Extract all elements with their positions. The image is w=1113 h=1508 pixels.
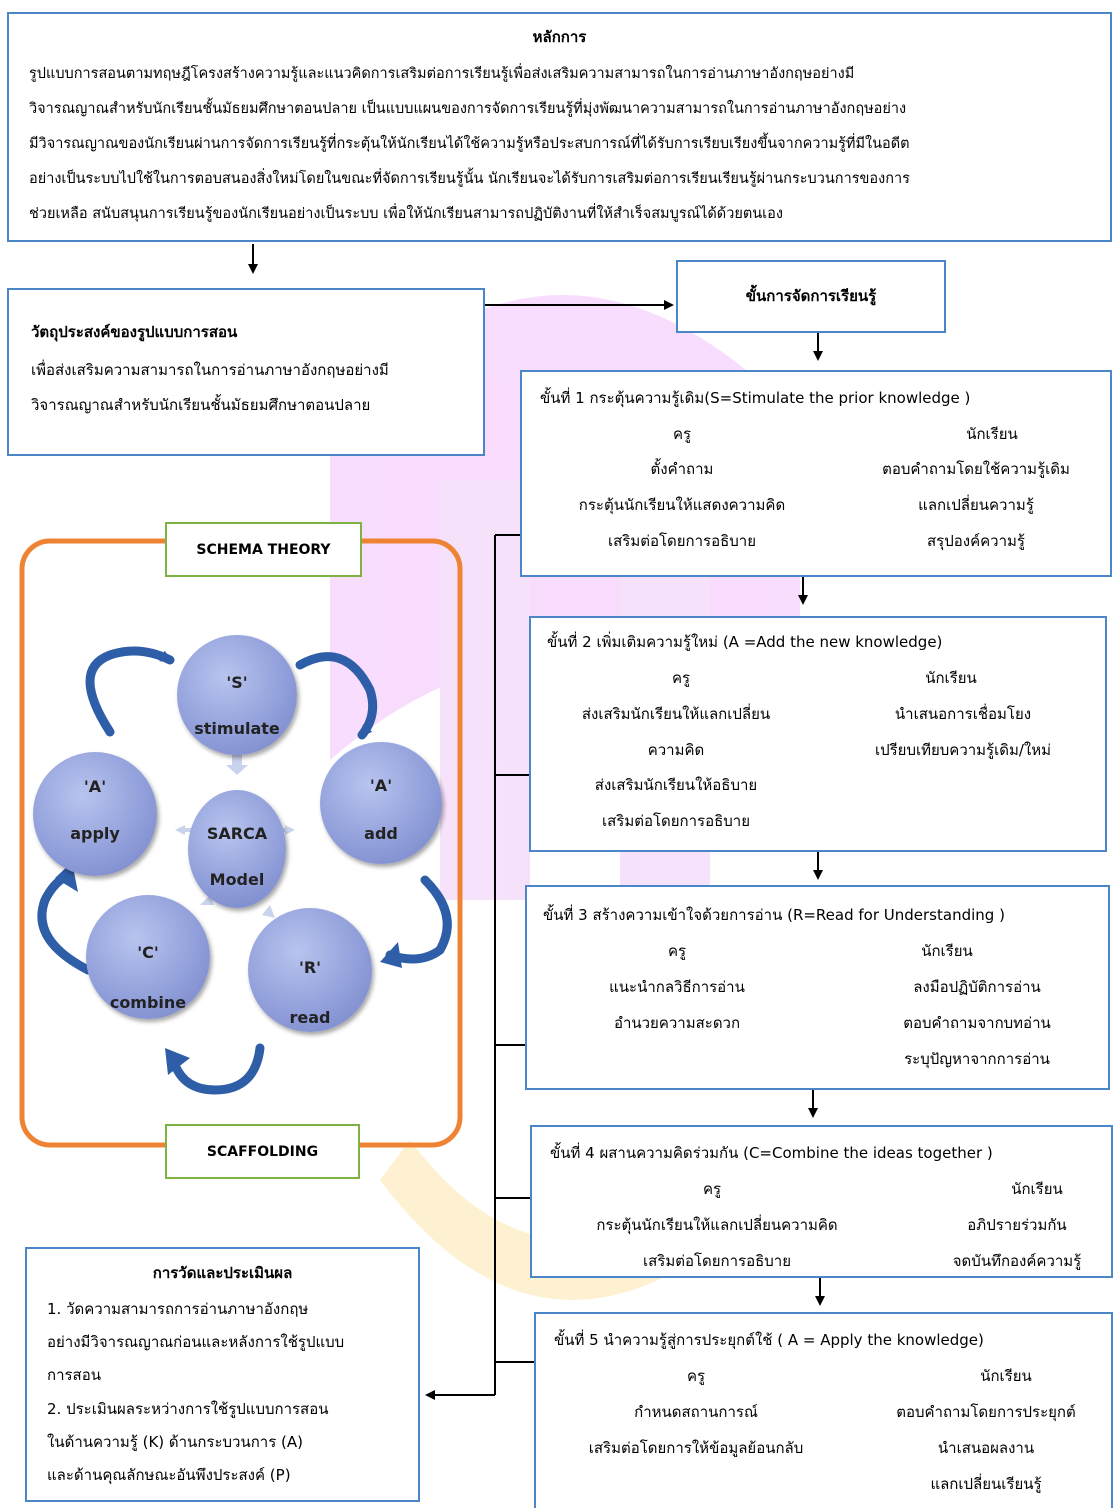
step-1-student: นักเรียน (966, 425, 1018, 443)
step-4-teacher-item-1: กระตุ้นนักเรียนให้แลกเปลี่ยนความคิด (596, 1216, 838, 1234)
node-add-word: add (364, 824, 398, 843)
step-5-title: ขั้นที่ 5 นำความรู้สู่การประยุกต์ใช้ ( A… (554, 1331, 984, 1349)
node-combine-letter: 'C' (137, 943, 159, 962)
evaluation-box: การวัดและประเมินผล 1. วัดความสามารถการอ่… (25, 1247, 420, 1502)
steps-header-title: ขั้นการจัดการเรียนรู้ (745, 287, 877, 305)
evaluation-title: การวัดและประเมินผล (152, 1264, 293, 1282)
node-apply: 'A' apply (33, 752, 157, 876)
principle-box: หลักการ รูปแบบการสอนตามทฤษฎีโครงสร้างควา… (7, 12, 1112, 242)
step-3-box: ขั้นที่ 3 สร้างความเข้าใจด้วยการอ่าน (R=… (525, 885, 1110, 1090)
step-5-student-item-3: แลกเปลี่ยนเรียนรู้ (930, 1475, 1042, 1493)
step-1-teacher-item-1: ตั้งคำถาม (650, 460, 714, 478)
step-2-title: ขั้นที่ 2 เพิ่มเติมความรู้ใหม่ (A =Add t… (547, 633, 943, 651)
step-2-student-item-2: เปรียบเทียบความรู้เดิม/ใหม่ (874, 741, 1052, 759)
step-3-teacher: ครู (667, 942, 687, 960)
step-5-student-item-1: ตอบคำถามโดยการประยุกต์ (896, 1403, 1076, 1421)
principle-title: หลักการ (532, 28, 587, 46)
step-1-teacher-item-2: กระตุ้นนักเรียนให้แสดงความคิด (578, 496, 786, 514)
center-model-text: Model (209, 870, 265, 889)
principle-line-1: รูปแบบการสอนตามทฤษฎีโครงสร้างความรู้และแ… (29, 66, 855, 82)
node-stimulate-letter: 'S' (226, 673, 248, 692)
principle-line-5: ช่วยเหลือ สนับสนุนการเรียนรู้ของนักเรียน… (29, 206, 783, 222)
step-1-student-item-1: ตอบคำถามโดยใช้ความรู้เดิม (882, 460, 1070, 478)
step-3-student-item-3: ระบุปัญหาจากการอ่าน (904, 1050, 1050, 1068)
evaluation-line-1: 1. วัดความสามารถการอ่านภาษาอังกฤษ (47, 1300, 309, 1318)
objective-title: วัตถุประสงค์ของรูปแบบการสอน (31, 323, 238, 341)
node-add: 'A' add (320, 742, 442, 864)
node-read-word: read (289, 1008, 331, 1027)
step-2-teacher-item-2: ความคิด (647, 741, 705, 759)
node-combine: 'C' combine (86, 895, 210, 1019)
principle-line-3: มีวิจารณญาณของนักเรียนผ่านการจัดการเรียน… (29, 136, 910, 152)
step-4-student-item-2: จดบันทึกองค์ความรู้ (952, 1252, 1082, 1270)
step-4-student-item-1: อภิปรายร่วมกัน (967, 1216, 1067, 1234)
step-3-teacher-item-1: แนะนำกลวิธีการอ่าน (609, 978, 745, 996)
step-1-teacher: ครู (672, 425, 692, 443)
node-add-letter: 'A' (369, 776, 393, 795)
node-combine-word: combine (109, 993, 187, 1012)
evaluation-line-3: การสอน (47, 1366, 101, 1384)
step-2-box: ขั้นที่ 2 เพิ่มเติมความรู้ใหม่ (A =Add t… (529, 616, 1107, 852)
step-1-student-item-2: แลกเปลี่ยนความรู้ (918, 496, 1034, 514)
node-apply-letter: 'A' (83, 777, 107, 796)
step-5-box: ขั้นที่ 5 นำความรู้สู่การประยุกต์ใช้ ( A… (534, 1312, 1113, 1508)
scaffolding-label: SCAFFOLDING (165, 1124, 360, 1179)
step-2-student: นักเรียน (925, 669, 977, 687)
step-2-teacher-item-4: เสริมต่อโดยการอธิบาย (601, 812, 751, 830)
evaluation-line-5: ในด้านความรู้ (K) ด้านกระบวนการ (A) (47, 1433, 304, 1451)
step-3-title: ขั้นที่ 3 สร้างความเข้าใจด้วยการอ่าน (R=… (543, 906, 1005, 924)
step-1-box: ขั้นที่ 1 กระตุ้นความรู้เดิม(S=Stimulate… (520, 370, 1112, 577)
step-4-student: นักเรียน (1011, 1180, 1063, 1198)
step-5-teacher: ครู (686, 1367, 706, 1385)
step-3-student: นักเรียน (921, 942, 973, 960)
objective-line-2: วิจารณญาณสำหรับนักเรียนชั้นมัธยมศึกษาตอน… (31, 396, 371, 414)
steps-header-box: ขั้นการจัดการเรียนรู้ (676, 260, 946, 333)
step-2-teacher: ครู (671, 669, 691, 687)
step-2-student-item-1: นำเสนอการเชื่อมโยง (894, 705, 1032, 723)
node-read: 'R' read (248, 908, 372, 1032)
step-5-student: นักเรียน (980, 1367, 1032, 1385)
step-5-teacher-item-1: กำหนดสถานการณ์ (634, 1403, 758, 1421)
principle-line-2: วิจารณญาณสำหรับนักเรียนชั้นมัธยมศึกษาตอน… (29, 101, 907, 117)
step-5-student-item-2: นำเสนอผลงาน (937, 1439, 1035, 1457)
scaffolding-text: SCAFFOLDING (206, 1144, 319, 1160)
step-3-student-item-1: ลงมือปฏิบัติการอ่าน (913, 978, 1041, 996)
schema-theory-label: SCHEMA THEORY (165, 522, 362, 577)
evaluation-line-4: 2. ประเมินผลระหว่างการใช้รูปแบบการสอน (47, 1400, 329, 1418)
step-4-teacher-item-2: เสริมต่อโดยการอธิบาย (642, 1252, 792, 1270)
node-center-sarca: SARCA Model (188, 790, 286, 908)
node-stimulate: 'S' stimulate (177, 635, 297, 755)
step-3-student-item-2: ตอบคำถามจากบทอ่าน (903, 1014, 1051, 1032)
objective-line-1: เพื่อส่งเสริมความสามารถในการอ่านภาษาอังก… (31, 361, 389, 379)
step-4-teacher: ครู (702, 1180, 722, 1198)
schema-theory-text: SCHEMA THEORY (196, 542, 331, 558)
node-read-letter: 'R' (298, 958, 322, 977)
step-4-box: ขั้นที่ 4 ผสานความคิดร่วมกัน (C=Combine … (530, 1125, 1113, 1278)
step-3-teacher-item-2: อำนวยความสะดวก (613, 1014, 741, 1032)
evaluation-line-6: และด้านคุณลักษณะอันพึงประสงค์ (P) (47, 1466, 291, 1484)
node-stimulate-word: stimulate (194, 719, 280, 738)
step-5-teacher-item-2: เสริมต่อโดยการให้ข้อมูลย้อนกลับ (588, 1439, 804, 1457)
step-1-title: ขั้นที่ 1 กระตุ้นความรู้เดิม(S=Stimulate… (540, 389, 971, 407)
step-2-teacher-item-3: ส่งเสริมนักเรียนให้อธิบาย (594, 776, 758, 794)
step-1-student-item-3: สรุปองค์ความรู้ (927, 532, 1025, 550)
evaluation-line-2: อย่างมีวิจารณญาณก่อนและหลังการใช้รูปแบบ (47, 1333, 345, 1351)
step-2-teacher-item-1: ส่งเสริมนักเรียนให้แลกเปลี่ยน (581, 705, 771, 723)
step-4-title: ขั้นที่ 4 ผสานความคิดร่วมกัน (C=Combine … (550, 1144, 993, 1162)
step-1-teacher-item-3: เสริมต่อโดยการอธิบาย (607, 532, 757, 550)
principle-line-4: อย่างเป็นระบบไปใช้ในการตอบสนองสิ่งใหม่โด… (29, 171, 910, 187)
node-apply-word: apply (70, 824, 120, 843)
objective-box: วัตถุประสงค์ของรูปแบบการสอน เพื่อส่งเสริ… (7, 288, 485, 456)
center-sarca-text: SARCA (206, 824, 268, 843)
